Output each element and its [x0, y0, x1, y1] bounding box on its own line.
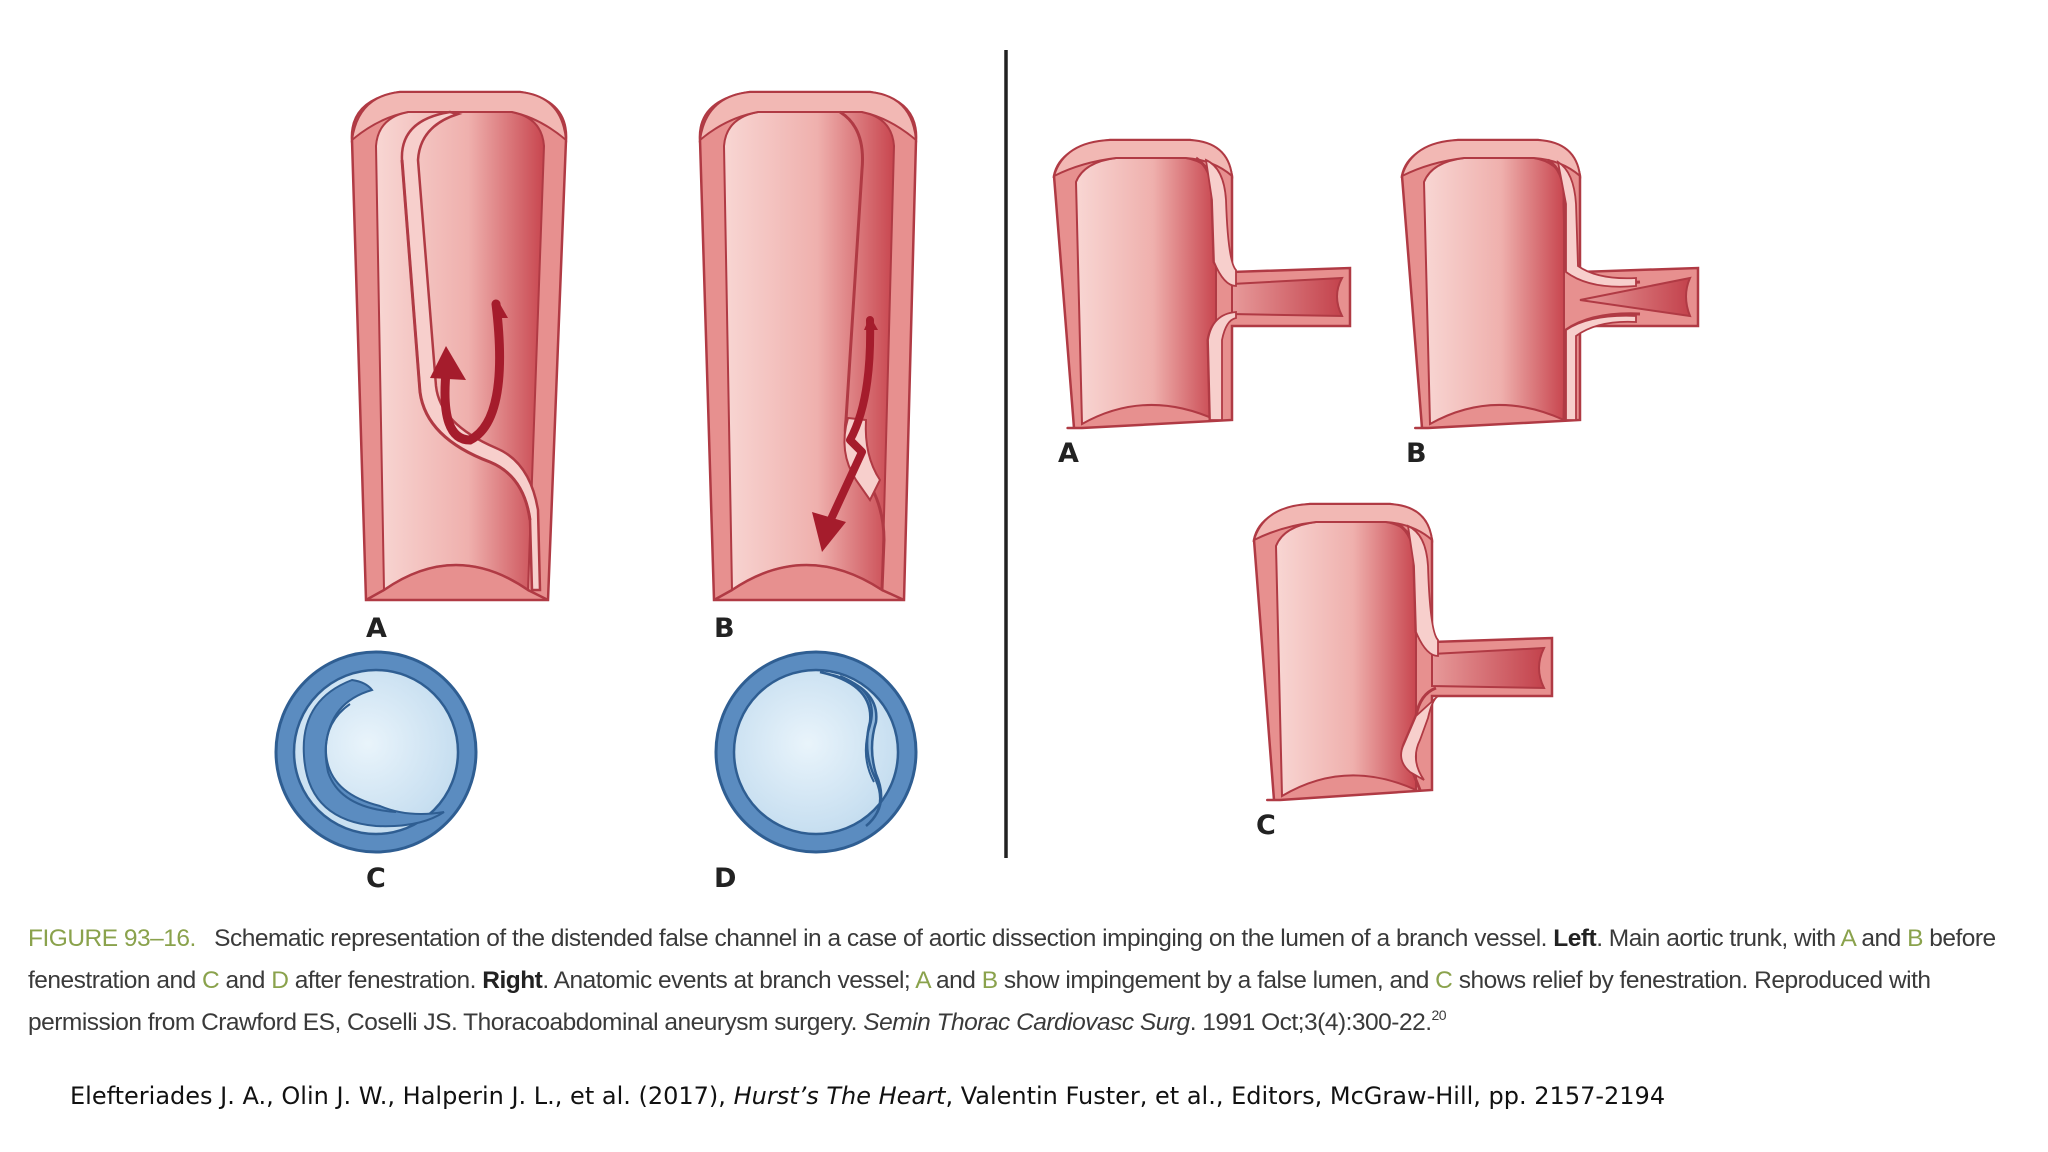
trunk-a-illustration	[350, 90, 568, 602]
cross-section-c-illustration	[274, 650, 478, 854]
citation-authors: Elefteriades J. A., Olin J. W., Halperin…	[70, 1082, 734, 1110]
caption-c-2: C	[1435, 967, 1453, 994]
cross-section-d-illustration	[714, 650, 918, 854]
label-left-c: C	[366, 863, 386, 894]
caption-journal: Semin Thorac Cardiovasc Surg	[863, 1009, 1190, 1036]
caption-a-1: A	[1840, 925, 1856, 952]
trunk-b-illustration	[698, 90, 918, 602]
caption-right-word: Right	[482, 967, 543, 994]
citation-book-title: Hurst’s The Heart	[733, 1082, 946, 1110]
caption-b-2: B	[981, 967, 998, 994]
figure-number: FIGURE 93–16.	[28, 925, 196, 952]
caption-text-2: . Main aortic trunk, with	[1596, 925, 1836, 952]
caption-text-4: after fenestration.	[294, 967, 477, 994]
caption-text-6: show impingement by a false lumen, and	[1003, 967, 1429, 994]
caption-a-2: A	[915, 967, 930, 994]
caption-d-1: D	[271, 967, 289, 994]
label-right-c: C	[1256, 810, 1276, 841]
caption-c-1: C	[202, 967, 220, 994]
caption-reference: 20	[1431, 1007, 1447, 1023]
caption-text-1: Schematic representation of the distende…	[214, 925, 1547, 952]
caption-left-word: Left	[1553, 925, 1597, 952]
caption-b-1: B	[1907, 925, 1923, 952]
caption-text-7: shows relief by fenestration. Reproduced…	[28, 967, 1931, 1036]
caption-and-2: and	[225, 967, 266, 994]
citation-rest: , Valentin Fuster, et al., Editors, McGr…	[945, 1082, 1666, 1110]
label-left-a: A	[366, 613, 387, 644]
figure-caption: FIGURE 93–16. Schematic representation o…	[28, 918, 2028, 1044]
caption-and-3: and	[936, 967, 976, 994]
label-right-b: B	[1406, 438, 1427, 469]
caption-text-5: . Anatomic events at branch vessel;	[542, 967, 911, 994]
label-right-a: A	[1058, 438, 1079, 469]
caption-text-3: before fenestration and	[28, 925, 1996, 994]
branch-a-illustration	[1052, 138, 1352, 430]
source-citation: Elefteriades J. A., Olin J. W., Halperin…	[70, 1082, 1665, 1110]
label-left-d: D	[714, 863, 736, 894]
caption-and-1: and	[1861, 925, 1901, 952]
branch-c-illustration	[1252, 502, 1554, 802]
branch-b-illustration	[1400, 138, 1700, 430]
caption-text-8: . 1991 Oct;3(4):300-22.	[1189, 1009, 1432, 1036]
label-left-b: B	[714, 613, 735, 644]
